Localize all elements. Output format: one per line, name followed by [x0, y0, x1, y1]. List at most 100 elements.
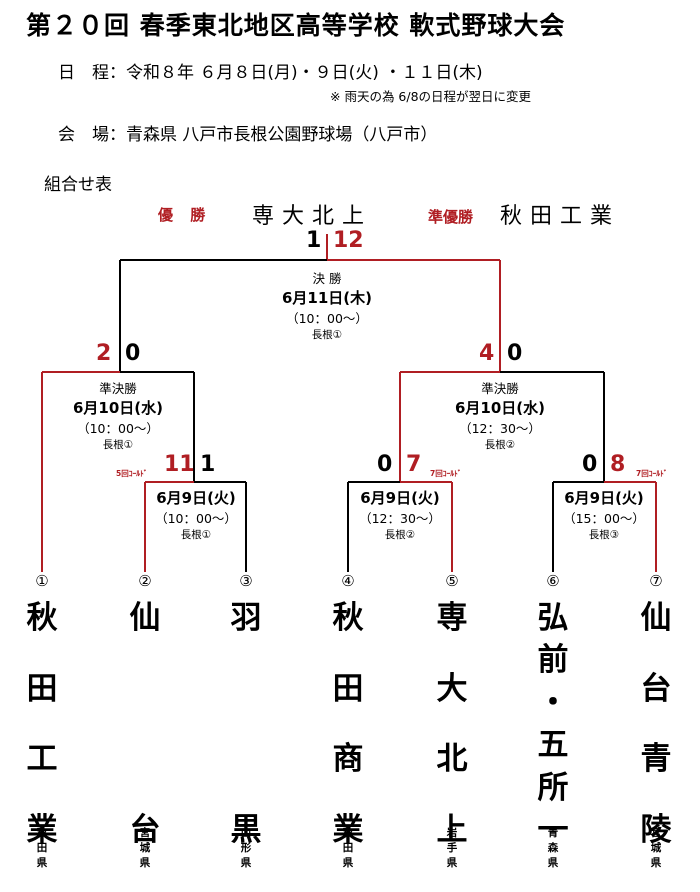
champion-team: 専大北上: [252, 204, 373, 229]
semi2-score-left: 4: [479, 341, 495, 366]
team-number: ①: [35, 572, 49, 590]
schedule-label: 日 程：: [58, 63, 126, 83]
final-round: 決 勝: [312, 271, 342, 286]
prefecture-char: 秋: [36, 827, 48, 839]
qf1-date: 6月9日(火): [156, 489, 236, 507]
team-name-char: 羽: [230, 600, 262, 636]
team-name-char: 商: [332, 741, 364, 778]
prefecture-char: 県: [547, 857, 559, 869]
team-name-char: 工: [26, 741, 58, 778]
team-name-char: 前: [537, 642, 569, 679]
semi2-date: 6月10日(水): [454, 399, 546, 417]
team-name-char: 北: [436, 741, 468, 778]
prefecture-char: 田: [36, 842, 48, 854]
semi2-time: （12：30～）: [459, 421, 541, 436]
final-score-left: 1: [306, 228, 322, 253]
qf2-date: 6月9日(火): [360, 489, 440, 507]
qf1-score-right: 1: [200, 452, 216, 477]
team-name-char: 業: [332, 812, 364, 848]
prefecture-char: 秋: [342, 827, 354, 839]
page-title: 第２０回 春季東北地区高等学校 軟式野球大会: [26, 11, 566, 40]
team-name-char: 五: [537, 727, 569, 764]
prefecture-char: 宮: [139, 827, 151, 839]
team-name-char: ・: [537, 684, 569, 721]
qf2-info: 6月9日(火) （12：30～） 長根②: [344, 487, 456, 542]
final-venue: 長根①: [311, 329, 343, 341]
semi2-round: 準決勝: [481, 381, 519, 396]
qf2-called-note: 7回ｺｰﾙﾄﾞ: [430, 469, 462, 478]
semi1-score-right: 0: [125, 341, 141, 366]
team-prefecture: 宮城県: [626, 826, 686, 871]
team-name-char: 一: [537, 812, 569, 848]
final-info: 決 勝 6月11日(木) （10：00～） 長根①: [227, 268, 427, 342]
team-name-char: 台: [640, 670, 672, 707]
schedule-value: 令和８年 ６月８日(月)・９日(火) ・１１日(木): [126, 63, 483, 83]
team-name-char: 所: [537, 769, 569, 806]
semi1-venue: 長根①: [102, 439, 134, 451]
team-name-char: 専: [436, 600, 468, 636]
prefecture-char: 城: [650, 842, 662, 854]
team-name-char: 田: [332, 670, 364, 707]
team-number: ④: [341, 572, 355, 590]
team-name-char: 青: [640, 741, 672, 778]
qf2-score-left: 0: [377, 452, 393, 477]
qf2-time: （12：30～）: [359, 511, 441, 526]
team-number: ②: [138, 572, 152, 590]
qf3-called-note: 7回ｺｰﾙﾄﾞ: [636, 469, 668, 478]
team-name-char: 黒: [230, 812, 262, 848]
prefecture-char: 県: [139, 857, 151, 869]
team-name-char: 仙: [640, 600, 672, 636]
semi2-venue: 長根②: [484, 439, 516, 451]
qf3-score-left: 0: [582, 452, 598, 477]
runner-up-team: 秋田工業: [500, 204, 621, 229]
qf3-time: （15：00～）: [563, 511, 645, 526]
team-name-char: 仙: [129, 600, 161, 636]
team-name-char: 弘: [537, 600, 569, 636]
venue-row: 会 場：青森県 八戸市長根公園野球場（八戸市）: [58, 120, 437, 145]
qf1-info: 6月9日(火) （10：00～） 長根①: [140, 487, 252, 542]
team-name-char: 台: [129, 812, 161, 848]
team-prefecture: 宮城県: [115, 826, 175, 871]
runner-up-label: 準優勝: [428, 208, 474, 226]
team-name-char: 秋: [26, 600, 58, 636]
prefecture-char: 田: [342, 842, 354, 854]
semi1-time: （10：00～）: [77, 421, 159, 436]
semi2-score-right: 0: [507, 341, 523, 366]
prefecture-char: 県: [650, 857, 662, 869]
qf1-time: （10：00～）: [155, 511, 237, 526]
semi2-info: 準決勝 6月10日(水) （12：30～） 長根②: [424, 378, 576, 452]
rain-note: ※ 雨天の為 6/8の日程が翌日に変更: [330, 89, 532, 104]
prefecture-char: 県: [36, 857, 48, 869]
team-prefecture: 山形県: [216, 826, 276, 871]
qf3-score-right: 8: [610, 452, 626, 477]
team-name-char: 大: [436, 670, 468, 707]
qf2-venue: 長根②: [384, 529, 416, 541]
team-prefecture: 秋田県: [12, 826, 72, 871]
prefecture-char: 岩: [446, 827, 458, 839]
team-number: ⑤: [445, 572, 459, 590]
qf1-called-note: 5回ｺｰﾙﾄﾞ: [116, 469, 148, 478]
prefecture-char: 県: [342, 857, 354, 869]
venue-value: 青森県 八戸市長根公園野球場（八戸市）: [126, 125, 438, 145]
qf3-date: 6月9日(火): [564, 489, 644, 507]
venue-label: 会 場：: [58, 125, 126, 145]
semi1-score-left: 2: [96, 341, 112, 366]
team-prefecture: 青森県: [523, 826, 583, 871]
prefecture-char: 県: [446, 857, 458, 869]
team-number: ⑥: [546, 572, 560, 590]
prefecture-char: 宮: [650, 827, 662, 839]
champion-label: 優 勝: [158, 206, 212, 224]
bracket-caption: 組合せ表: [44, 175, 112, 195]
prefecture-char: 青: [547, 827, 559, 839]
semi1-date: 6月10日(水): [72, 399, 164, 417]
team-number: ⑦: [649, 572, 663, 590]
team-name-char: 陵: [640, 812, 672, 848]
prefecture-char: 手: [446, 842, 458, 854]
qf3-venue: 長根③: [588, 529, 620, 541]
team-name-char: 業: [26, 812, 58, 848]
team-number: ③: [239, 572, 253, 590]
schedule-row: 日 程：令和８年 ６月８日(月)・９日(火) ・１１日(木): [58, 58, 483, 83]
prefecture-char: 森: [547, 842, 559, 854]
semi1-info: 準決勝 6月10日(水) （10：00～） 長根①: [42, 378, 194, 452]
